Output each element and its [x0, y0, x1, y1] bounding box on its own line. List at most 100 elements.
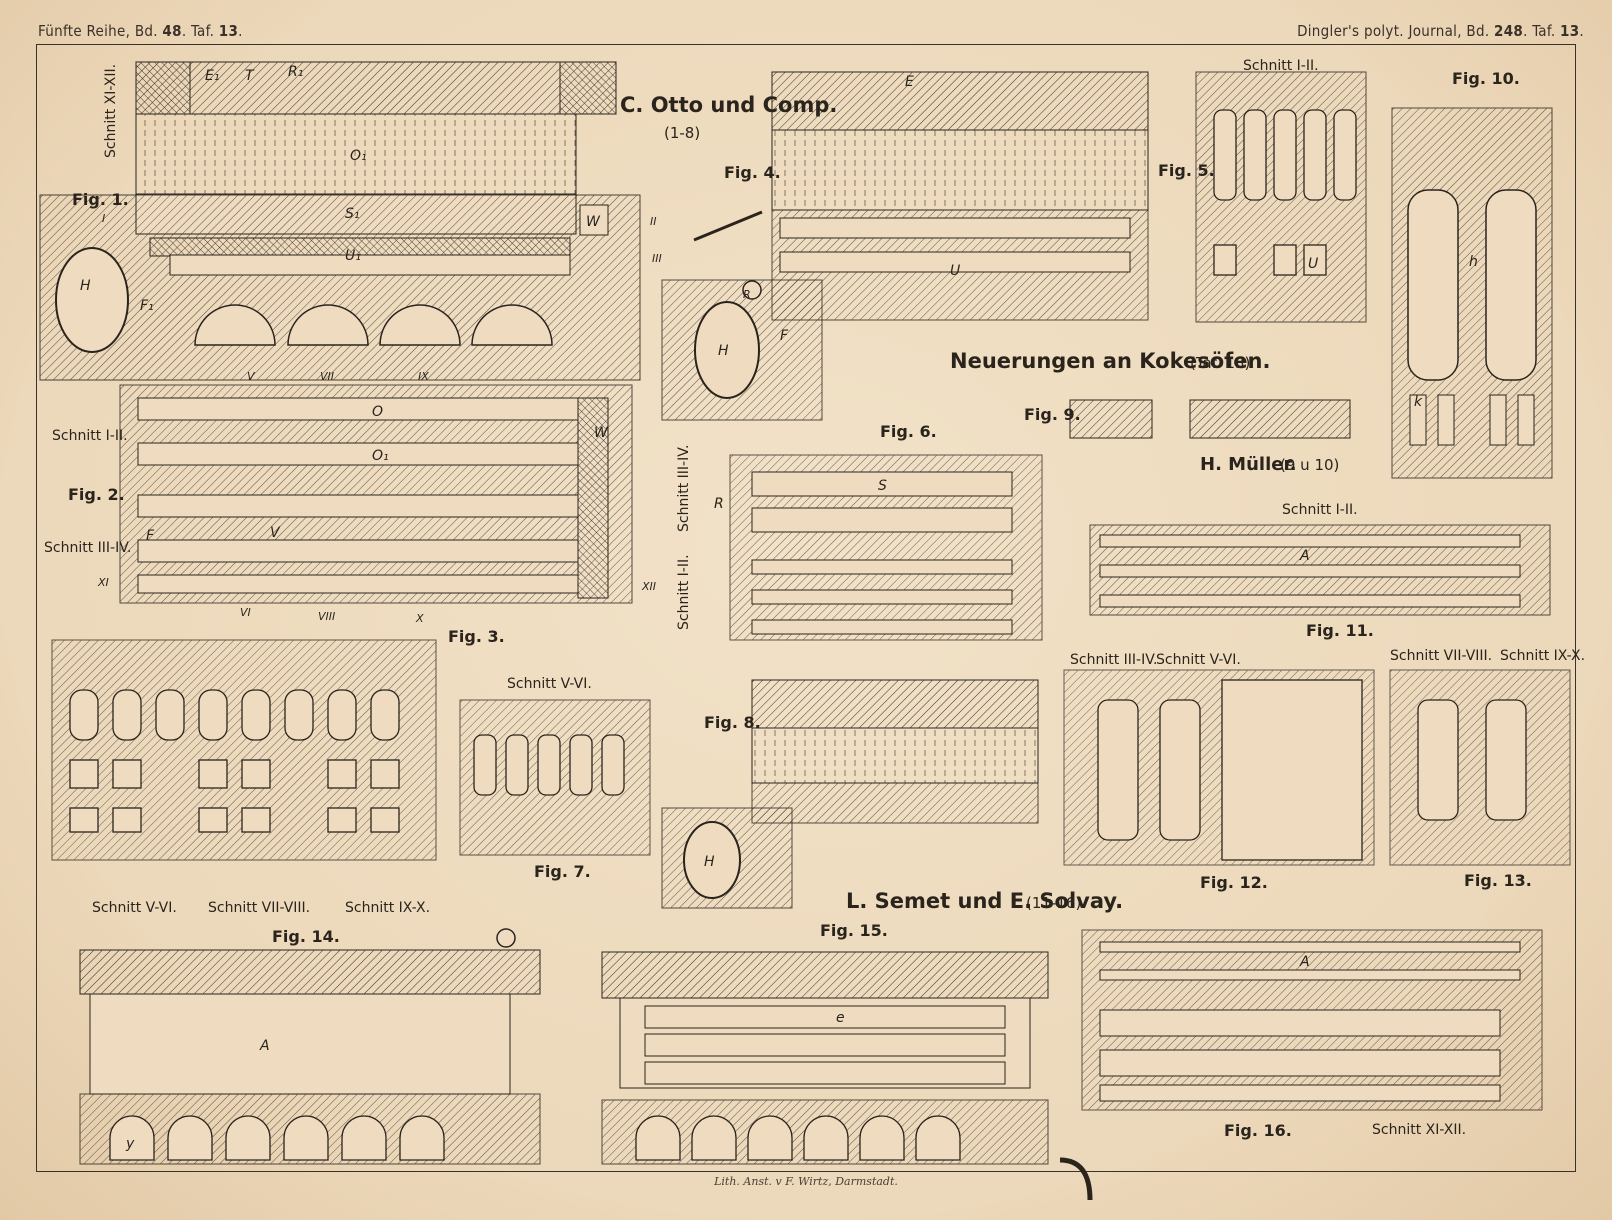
- label-H: H: [704, 854, 715, 870]
- title-otto-range: (1-8): [664, 124, 700, 142]
- section-label-i-ii: Schnitt I-II.: [1243, 58, 1319, 74]
- title-mueller: H. Müller.: [1200, 454, 1297, 475]
- section-label-iii-iv: Schnitt III-IV.: [44, 540, 131, 556]
- taf-label: Taf.: [190, 22, 215, 40]
- roman-VIII: VIII: [318, 610, 335, 623]
- fig-9-label: Fig. 9.: [1024, 405, 1081, 424]
- label-E1: E₁: [205, 68, 219, 84]
- section-label-iii-iv: Schnitt III-IV.: [676, 445, 692, 532]
- roman-IX: IX: [418, 370, 429, 383]
- fig-13-label: Fig. 13.: [1464, 871, 1532, 890]
- section-label-v-vi: Schnitt V-VI.: [507, 676, 592, 692]
- fig-13-drawing: [1389, 669, 1571, 866]
- fig-1-label: Fig. 1.: [72, 190, 129, 209]
- label-O: O: [372, 404, 383, 420]
- title-otto: C. Otto und Comp.: [620, 93, 837, 117]
- bd-number: 48: [162, 22, 182, 40]
- fig-2-drawing: [119, 384, 633, 604]
- taf-number: 13: [1560, 22, 1580, 40]
- header-left: Fünfte Reihe, Bd. 48. Taf. 13.: [38, 22, 243, 40]
- fig-8-drawing: [661, 679, 1039, 909]
- taf-number: 13: [218, 22, 239, 40]
- fig-5-drawing: [1195, 71, 1367, 323]
- title-semet-range: (11-16): [1026, 894, 1081, 912]
- bd-label: Bd.: [134, 22, 158, 40]
- label-A: A: [1299, 954, 1310, 970]
- label-U: U: [1308, 256, 1318, 272]
- section-label-vii-viii: Schnitt VII-VIII.: [208, 900, 310, 916]
- section-label-i-ii: Schnitt I-II.: [52, 428, 128, 444]
- fig-15-label: Fig. 15.: [820, 921, 888, 940]
- title-mueller-range: (9 u 10): [1280, 456, 1339, 474]
- label-V: V: [270, 525, 281, 541]
- lithographer-imprint: Lith. Anst. v F. Wirtz, Darmstadt.: [714, 1175, 898, 1188]
- section-label-ix-x: Schnitt IX-X.: [1500, 648, 1585, 664]
- section-label-iii-iv: Schnitt III-IV.: [1070, 652, 1157, 668]
- fig-11-drawing: [1089, 524, 1551, 616]
- label-R: R: [714, 496, 724, 512]
- roman-VII: VII: [320, 370, 334, 383]
- label-k: k: [1414, 394, 1423, 410]
- label-W: W: [594, 425, 609, 441]
- label-h: h: [1469, 254, 1478, 270]
- fig-9-drawing: [1069, 399, 1351, 439]
- fig-2-label: Fig. 2.: [68, 485, 125, 504]
- fig-8-label: Fig. 8.: [704, 713, 761, 732]
- title-main-ref: (Taf. 13): [1190, 354, 1250, 372]
- label-O1: O₁: [350, 148, 367, 164]
- fig-1-drawing: [39, 61, 641, 381]
- label-W: W: [586, 214, 601, 230]
- label-E: E: [905, 74, 914, 90]
- label-O1: O₁: [372, 448, 389, 464]
- fig-14-drawing: [79, 928, 541, 1165]
- roman-II: II: [650, 215, 657, 228]
- label-y: y: [125, 1136, 135, 1152]
- roman-I: I: [102, 212, 105, 225]
- fig-10-label: Fig. 10.: [1452, 69, 1520, 88]
- fig-4-drawing: [661, 71, 1149, 421]
- fig-15-drawing: [601, 951, 1093, 1201]
- label-A: A: [1299, 548, 1310, 564]
- fig-12-drawing: [1063, 669, 1375, 866]
- roman-XII: XII: [641, 580, 656, 593]
- section-label-xi-xii: Schnitt XI-XII.: [103, 64, 119, 158]
- label-F: F: [780, 328, 789, 344]
- bd-label: Bd.: [1466, 22, 1490, 40]
- label-U: U: [950, 263, 960, 279]
- label-F: F: [146, 528, 155, 544]
- label-A: A: [259, 1038, 270, 1054]
- fig-11-label: Fig. 11.: [1306, 621, 1374, 640]
- series-text: Fünfte Reihe: [38, 22, 126, 40]
- journal-text: Dingler's polyt. Journal: [1297, 22, 1458, 40]
- fig-16-label: Fig. 16.: [1224, 1121, 1292, 1140]
- taf-label: Taf.: [1532, 22, 1556, 40]
- section-label-ix-x: Schnitt IX-X.: [345, 900, 430, 916]
- roman-III: III: [652, 252, 662, 265]
- section-label-vii-viii: Schnitt VII-VIII.: [1390, 648, 1492, 664]
- section-label-i-ii: Schnitt I-II.: [676, 554, 692, 630]
- label-F1: F₁: [140, 298, 154, 314]
- title-semet: L. Semet und E. Solvay.: [846, 889, 1123, 913]
- fig-6-label: Fig. 6.: [880, 422, 937, 441]
- fig-3-label: Fig. 3.: [448, 627, 505, 646]
- label-R1: R₁: [288, 64, 303, 80]
- fig-12-label: Fig. 12.: [1200, 873, 1268, 892]
- label-T: T: [245, 68, 255, 84]
- fig-6-drawing: [729, 454, 1043, 641]
- label-S: S: [878, 478, 887, 494]
- fig-16-drawing: [1081, 929, 1543, 1111]
- roman-VI: VI: [240, 606, 251, 619]
- fig-10-drawing: [1391, 107, 1553, 479]
- fig-3-drawing: [51, 639, 437, 861]
- section-label-v-vi: Schnitt V-VI.: [1156, 652, 1241, 668]
- title-main: Neuerungen an Kokesöfen.: [950, 349, 1270, 373]
- bd-number: 248: [1494, 22, 1524, 40]
- fig-7-drawing: [459, 699, 651, 856]
- label-e: e: [836, 1010, 845, 1026]
- header-right: Dingler's polyt. Journal, Bd. 248. Taf. …: [1297, 22, 1584, 40]
- fig-4-label: Fig. 4.: [724, 163, 781, 182]
- plate-frame: [36, 44, 1576, 1172]
- label-S1: S₁: [345, 206, 360, 222]
- section-label-v-vi: Schnitt V-VI.: [92, 900, 177, 916]
